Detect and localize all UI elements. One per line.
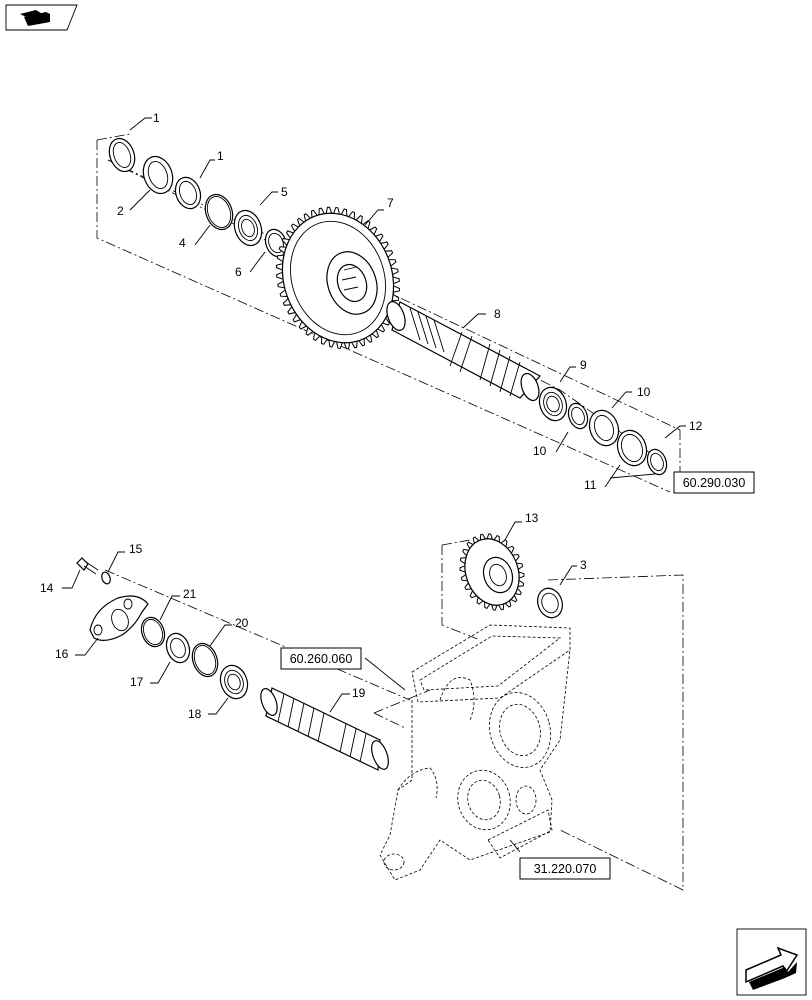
seal-12 [616, 429, 648, 467]
bearing-5 [233, 209, 263, 247]
bearing-9 [538, 386, 568, 422]
callout-6: 6 [235, 265, 242, 279]
bolt-14 [76, 557, 99, 575]
reference-label: 60.260.060 [290, 652, 353, 666]
callout-14: 14 [40, 581, 54, 595]
splined-shaft-19 [260, 687, 389, 771]
callout-18: 18 [188, 707, 202, 721]
callout-13: 13 [525, 511, 539, 525]
snap-ring-1a [108, 137, 136, 173]
gearbox-housing [379, 624, 571, 881]
callout-5: 5 [281, 185, 288, 199]
callout-1a: 1 [153, 111, 160, 125]
large-gear-7 [275, 206, 401, 350]
bearing-3 [537, 587, 563, 619]
reference-link-31-220-070[interactable]: 31.220.070 [519, 857, 611, 880]
section-navigation-icon[interactable] [5, 4, 78, 31]
upper-assembly-boundary [96, 133, 681, 493]
callout-16: 16 [55, 647, 69, 661]
lower-assembly-boundary [104, 539, 684, 891]
callout-2: 2 [117, 204, 124, 218]
reference-label: 60.290.030 [683, 476, 746, 490]
snap-ring-10a [567, 402, 589, 430]
callout-7: 7 [387, 196, 394, 210]
callout-labels: 1 1 2 4 5 6 7 8 9 10 10 11 12 13 3 14 15… [40, 111, 703, 721]
callout-9: 9 [580, 358, 587, 372]
washer-11 [588, 409, 620, 447]
callout-3: 3 [580, 558, 587, 572]
reference-link-60-290-030[interactable]: 60.290.030 [673, 471, 755, 494]
callout-8: 8 [494, 307, 501, 321]
reference-link-60-260-060[interactable]: 60.260.060 [280, 647, 362, 670]
ring-4 [204, 193, 234, 231]
reference-label: 31.220.070 [534, 862, 597, 876]
splined-shaft-8 [386, 301, 541, 402]
callout-1b: 1 [217, 149, 224, 163]
bearing-18 [219, 664, 249, 700]
callout-10b: 12 [689, 419, 703, 433]
callout-20: 20 [235, 616, 249, 630]
callout-15: 15 [129, 542, 143, 556]
leader-lines [62, 117, 686, 853]
snap-ring-21 [140, 616, 166, 648]
snap-ring-1b [174, 176, 202, 210]
callout-17: 17 [130, 675, 144, 689]
callout-11: 10 [637, 385, 651, 399]
callout-10a: 10 [533, 444, 547, 458]
spacer-17 [165, 632, 191, 664]
washer-15 [101, 571, 111, 585]
next-page-arrow-icon[interactable] [736, 928, 807, 996]
callout-19: 19 [352, 686, 366, 700]
small-gear-13 [459, 533, 525, 611]
ring-20 [191, 642, 219, 678]
callout-21: 21 [183, 587, 197, 601]
cover-plate-16 [89, 595, 149, 641]
washer-2 [142, 155, 174, 195]
callout-12: 11 [584, 478, 597, 492]
callout-4: 4 [179, 236, 186, 250]
snap-ring-10b [646, 448, 668, 476]
